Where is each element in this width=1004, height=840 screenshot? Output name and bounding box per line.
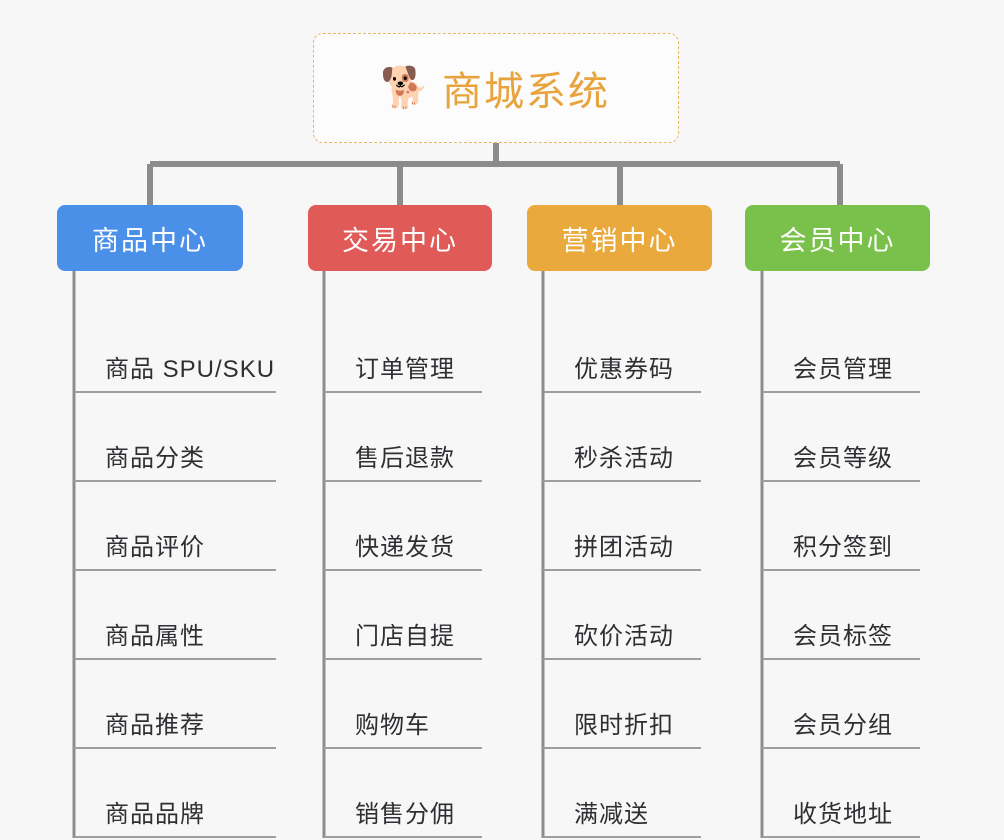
leaf-item-label: 满减送 bbox=[574, 801, 649, 828]
leaf-item[interactable]: 售后退款 bbox=[324, 393, 482, 482]
leaf-item[interactable]: 商品分类 bbox=[74, 393, 276, 482]
root-title: 商城系统 bbox=[442, 70, 610, 114]
leaf-item-label: 拼团活动 bbox=[574, 534, 674, 561]
leaf-item[interactable]: 收货地址 bbox=[762, 749, 920, 838]
leaf-item-label: 限时折扣 bbox=[574, 712, 674, 739]
leaf-item[interactable]: 砍价活动 bbox=[543, 571, 701, 660]
leaf-item[interactable]: 商品评价 bbox=[74, 482, 276, 571]
leaf-item[interactable]: 商品 SPU/SKU bbox=[74, 304, 276, 393]
leaf-item-label: 商品属性 bbox=[105, 623, 205, 650]
leaf-item-label: 商品品牌 bbox=[105, 801, 205, 828]
leaf-item[interactable]: 秒杀活动 bbox=[543, 393, 701, 482]
leaf-item-label: 会员等级 bbox=[793, 445, 893, 472]
leaf-item[interactable]: 会员管理 bbox=[762, 304, 920, 393]
leaf-item-label: 优惠券码 bbox=[574, 356, 674, 383]
leaf-item-label: 商品评价 bbox=[105, 534, 205, 561]
leaf-item[interactable]: 销售分佣 bbox=[324, 749, 482, 838]
leaf-item[interactable]: 快递发货 bbox=[324, 482, 482, 571]
root-node[interactable]: 🐕 商城系统 bbox=[313, 33, 679, 143]
leaf-item[interactable]: 商品品牌 bbox=[74, 749, 276, 838]
leaf-item[interactable]: 限时折扣 bbox=[543, 660, 701, 749]
leaf-item-label: 会员标签 bbox=[793, 623, 893, 650]
leaf-item-label: 秒杀活动 bbox=[574, 445, 674, 472]
shiba-inu-icon: 🐕 bbox=[380, 66, 430, 110]
leaf-list: 会员管理会员等级积分签到会员标签会员分组收货地址 bbox=[762, 304, 930, 838]
leaf-item-label: 砍价活动 bbox=[574, 623, 674, 650]
category-header[interactable]: 商品中心 bbox=[57, 205, 243, 271]
category-header[interactable]: 交易中心 bbox=[308, 205, 492, 271]
leaf-item[interactable]: 会员分组 bbox=[762, 660, 920, 749]
leaf-item[interactable]: 积分签到 bbox=[762, 482, 920, 571]
category-column-4: 会员中心会员管理会员等级积分签到会员标签会员分组收货地址 bbox=[745, 205, 930, 838]
leaf-item[interactable]: 会员标签 bbox=[762, 571, 920, 660]
leaf-list: 商品 SPU/SKU 商品分类商品评价商品属性商品推荐商品品牌 bbox=[74, 304, 276, 838]
category-column-1: 商品中心商品 SPU/SKU 商品分类商品评价商品属性商品推荐商品品牌 bbox=[57, 205, 276, 838]
leaf-item[interactable]: 购物车 bbox=[324, 660, 482, 749]
leaf-item[interactable]: 优惠券码 bbox=[543, 304, 701, 393]
category-header[interactable]: 营销中心 bbox=[527, 205, 712, 271]
leaf-item[interactable]: 订单管理 bbox=[324, 304, 482, 393]
leaf-item[interactable]: 满减送 bbox=[543, 749, 701, 838]
category-column-3: 营销中心优惠券码秒杀活动拼团活动砍价活动限时折扣满减送 bbox=[527, 205, 712, 838]
leaf-item-label: 购物车 bbox=[355, 712, 430, 739]
leaf-item-label: 售后退款 bbox=[355, 445, 455, 472]
leaf-item-label: 快递发货 bbox=[355, 534, 455, 561]
leaf-item-label: 商品分类 bbox=[105, 445, 205, 472]
leaf-item[interactable]: 门店自提 bbox=[324, 571, 482, 660]
leaf-item-label: 商品 SPU/SKU bbox=[105, 356, 276, 383]
leaf-list: 订单管理售后退款快递发货门店自提购物车销售分佣 bbox=[324, 304, 492, 838]
leaf-list: 优惠券码秒杀活动拼团活动砍价活动限时折扣满减送 bbox=[543, 304, 712, 838]
leaf-item-label: 会员管理 bbox=[793, 356, 893, 383]
leaf-item[interactable]: 商品推荐 bbox=[74, 660, 276, 749]
leaf-item-label: 积分签到 bbox=[793, 534, 893, 561]
leaf-item-label: 门店自提 bbox=[355, 623, 455, 650]
leaf-item-label: 商品推荐 bbox=[105, 712, 205, 739]
leaf-item[interactable]: 商品属性 bbox=[74, 571, 276, 660]
leaf-item-label: 销售分佣 bbox=[355, 801, 455, 828]
leaf-item-label: 会员分组 bbox=[793, 712, 893, 739]
leaf-item[interactable]: 会员等级 bbox=[762, 393, 920, 482]
leaf-item-label: 收货地址 bbox=[793, 801, 893, 828]
category-column-2: 交易中心订单管理售后退款快递发货门店自提购物车销售分佣 bbox=[308, 205, 492, 838]
leaf-item[interactable]: 拼团活动 bbox=[543, 482, 701, 571]
leaf-item-label: 订单管理 bbox=[355, 356, 455, 383]
category-header[interactable]: 会员中心 bbox=[745, 205, 930, 271]
